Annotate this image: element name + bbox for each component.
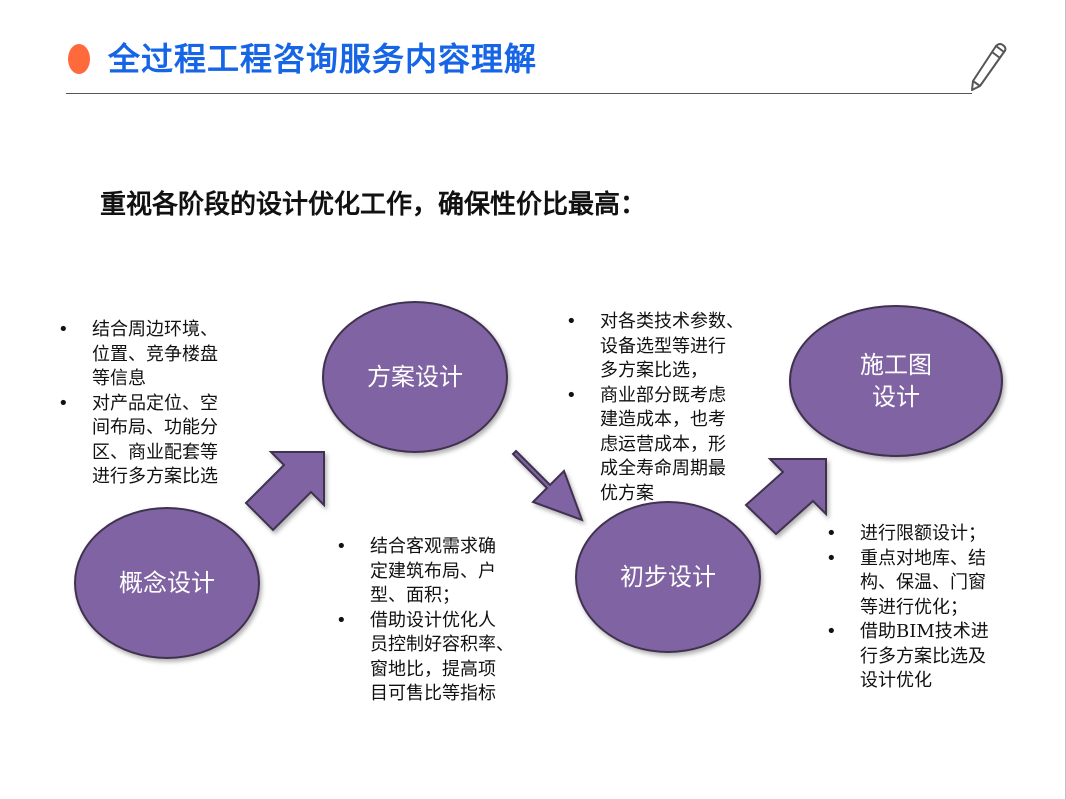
pen-icon <box>971 43 1007 91</box>
preliminary-note-2: 商业部分既考虑 建造成本，也考 虑运营成本，形 成全寿命周期最 优方案 <box>566 384 776 507</box>
stage-preliminary: 初步设计 <box>576 502 760 652</box>
arrow-scheme-to-preliminary <box>511 449 584 522</box>
arrow-preliminary-to-construction <box>744 458 827 536</box>
construction-notes: 进行限额设计； 重点对地库、结 构、保温、门窗 等进行优化； 借助BIM技术进 … <box>826 522 1026 694</box>
stage-construction-shape <box>789 305 1003 457</box>
construction-note-1: 进行限额设计； <box>826 522 1026 547</box>
title-underline <box>66 93 972 94</box>
concept-note-1: 结合周边环境、 位置、竞争楼盘 等信息 <box>58 318 258 392</box>
stage-scheme-label: 方案设计 <box>367 363 463 391</box>
concept-note-2: 对产品定位、空 间布局、功能分 区、商业配套等 进行多方案比选 <box>58 392 258 490</box>
stage-scheme: 方案设计 <box>323 302 507 452</box>
scheme-note-1: 结合客观需求确 定建筑布局、户 型、面积； <box>336 535 546 609</box>
title-bullet-dot <box>68 44 90 74</box>
construction-note-3: 借助BIM技术进 行多方案比选及 设计优化 <box>826 620 1026 694</box>
concept-notes: 结合周边环境、 位置、竞争楼盘 等信息 对产品定位、空 间布局、功能分 区、商业… <box>58 318 258 490</box>
page-title: 全过程工程咨询服务内容理解 <box>108 40 538 78</box>
stage-preliminary-label: 初步设计 <box>620 563 716 591</box>
stage-construction: 施工图 设计 <box>790 306 1002 456</box>
stage-concept: 概念设计 <box>75 508 259 658</box>
preliminary-note-1: 对各类技术参数、 设备选型等进行 多方案比选， <box>566 310 776 384</box>
preliminary-notes: 对各类技术参数、 设备选型等进行 多方案比选， 商业部分既考虑 建造成本，也考 … <box>566 310 776 506</box>
stage-concept-label: 概念设计 <box>119 569 215 597</box>
construction-note-2: 重点对地库、结 构、保温、门窗 等进行优化； <box>826 547 1026 621</box>
stage-scheme-shape <box>322 301 508 453</box>
scheme-note-2: 借助设计优化人 员控制好容积率、 窗地比，提高项 目可售比等指标 <box>336 609 546 707</box>
arrow-concept-to-scheme <box>244 451 325 532</box>
subtitle: 重视各阶段的设计优化工作，确保性价比最高： <box>100 190 647 220</box>
stage-concept-shape <box>74 507 260 659</box>
scheme-notes: 结合客观需求确 定建筑布局、户 型、面积； 借助设计优化人 员控制好容积率、 窗… <box>336 535 546 707</box>
stage-construction-label: 施工图 设计 <box>860 351 932 411</box>
